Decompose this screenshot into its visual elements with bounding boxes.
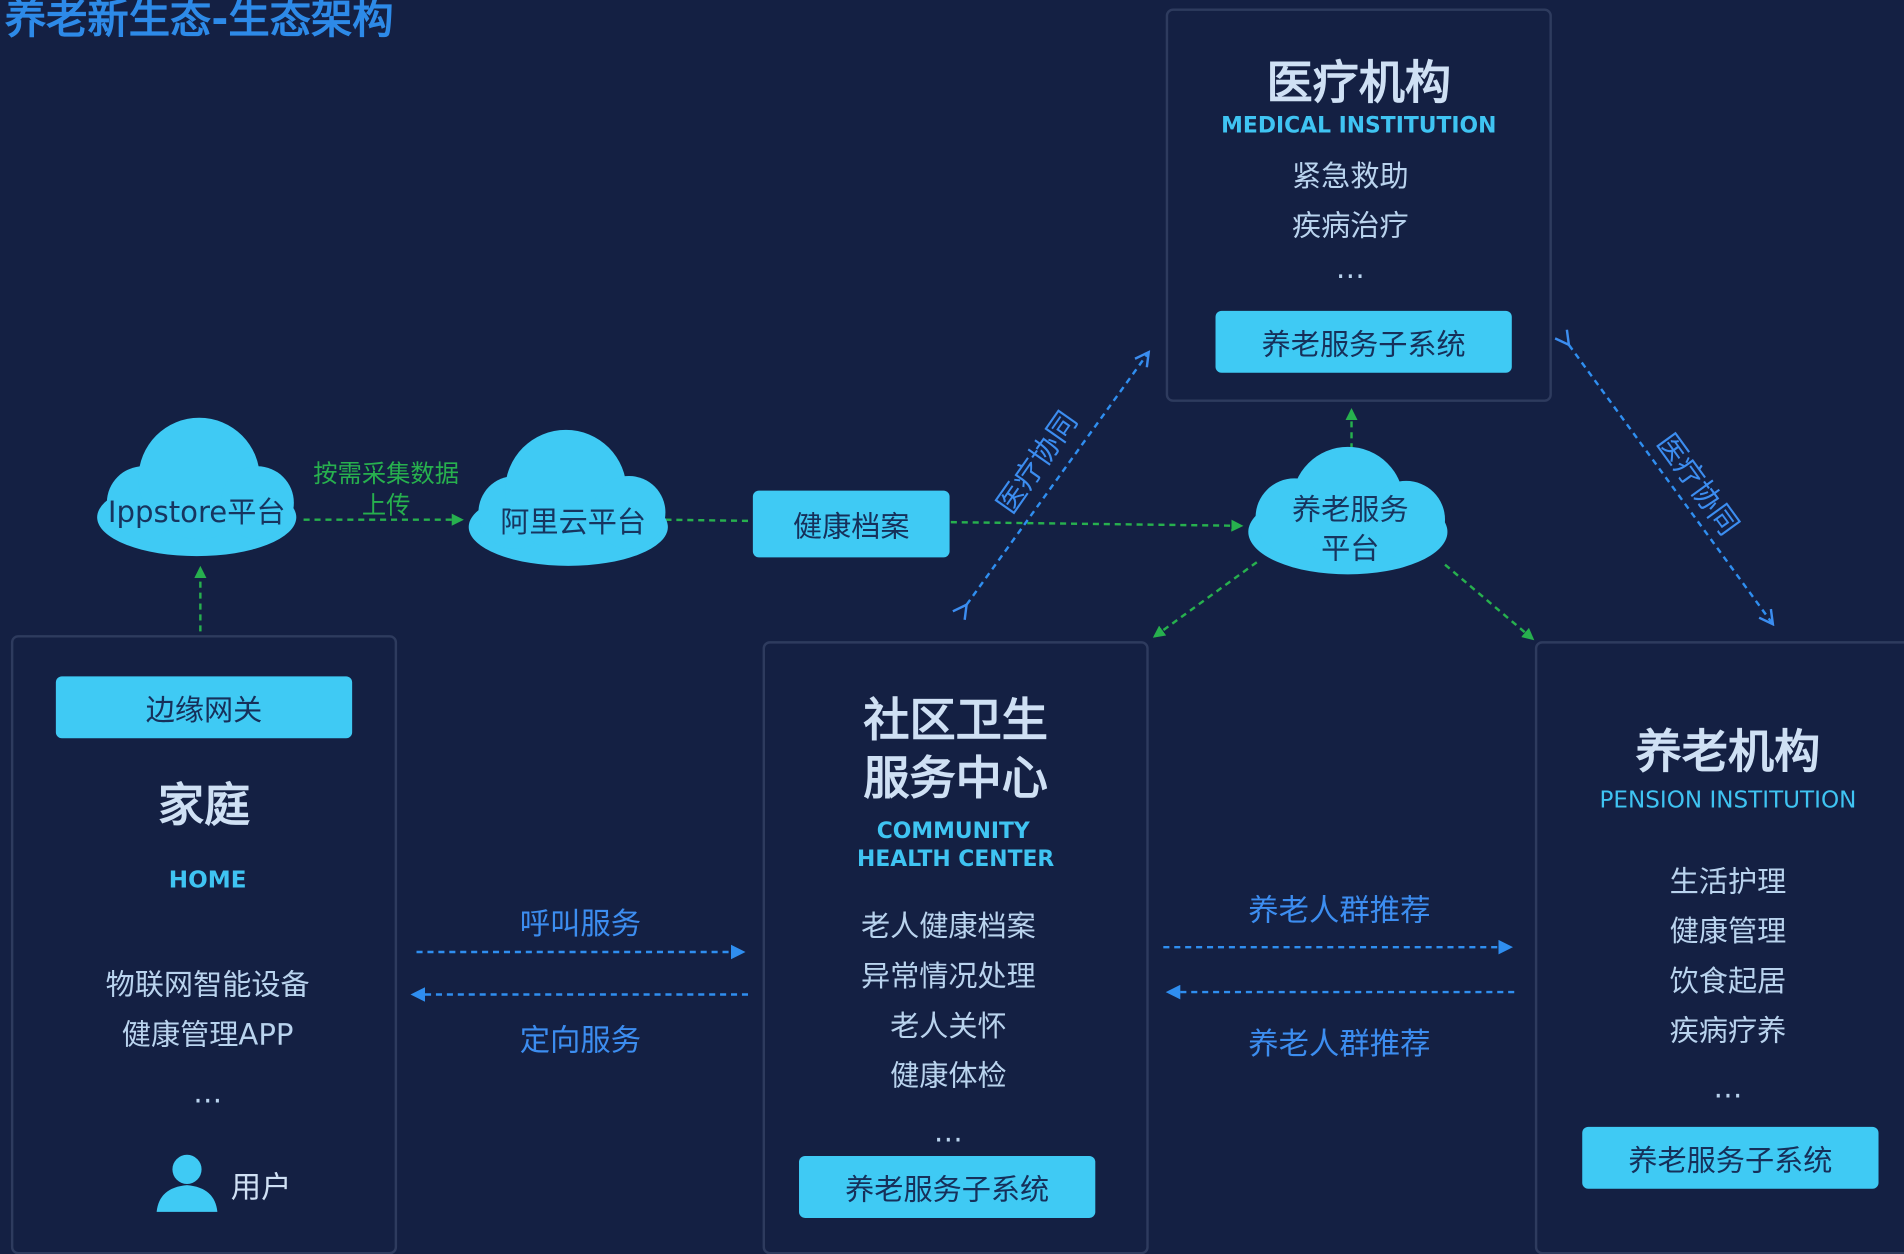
recommend-top-label: 养老人群推荐 <box>1248 892 1431 928</box>
pension-subsystem-button[interactable]: 养老服务子系统 <box>1582 1126 1879 1189</box>
community-subtitle-line2: HEALTH CENTER <box>857 846 1055 872</box>
cloud-icon <box>468 429 668 566</box>
cloud-icon <box>97 417 297 557</box>
home-item: … <box>193 1075 223 1110</box>
cloud-icon <box>1248 446 1448 575</box>
home-item: 物联网智能设备 <box>105 967 310 1002</box>
pension-item: 健康管理 <box>1669 914 1787 949</box>
community-item: 老人关怀 <box>890 1009 1007 1044</box>
call-service-label: 呼叫服务 <box>519 905 642 942</box>
home-title: 家庭 <box>157 778 251 832</box>
user-icon <box>156 1154 218 1212</box>
home-subtitle: HOME <box>168 867 247 894</box>
coop-community-medical <box>967 352 1149 605</box>
user-label: 用户 <box>230 1169 292 1205</box>
aliyun-platform-label: 阿里云平台 <box>500 505 647 540</box>
community-title-line2: 服务中心 <box>863 751 1048 806</box>
pension-subtitle: PENSION INSTITUTION <box>1599 786 1857 814</box>
medical-item: 疾病治疗 <box>1292 208 1409 243</box>
home-item: 健康管理APP <box>121 1017 294 1052</box>
collect-data-label-line1: 按需采集数据 <box>313 459 460 489</box>
page-title: 养老新生态-生态架构 <box>4 0 394 44</box>
community-item: 健康体检 <box>890 1058 1007 1093</box>
pension-item: … <box>1713 1071 1743 1106</box>
pension-title: 养老机构 <box>1635 724 1821 779</box>
flow-record-to-service <box>950 519 1244 532</box>
service-platform-label-line2: 平台 <box>1321 531 1380 566</box>
pension-item: 饮食起居 <box>1669 964 1787 999</box>
community-item: 异常情况处理 <box>860 959 1036 994</box>
medical-item: 紧急救助 <box>1292 159 1409 194</box>
medical-subtitle: MEDICAL INSTITUTION <box>1221 112 1497 139</box>
medical-subsystem-button[interactable]: 养老服务子系统 <box>1215 310 1512 373</box>
coop-medical-pension <box>1569 345 1773 624</box>
directed-service-label: 定向服务 <box>519 1022 642 1058</box>
community-item: … <box>933 1114 963 1149</box>
medical-item: … <box>1335 251 1365 286</box>
recommend-bottom-label: 养老人群推荐 <box>1248 1026 1431 1062</box>
flow-service-to-pension <box>1444 563 1535 641</box>
flow-aliyun-to-record <box>665 518 753 523</box>
edge-gateway-button[interactable]: 边缘网关 <box>55 676 353 739</box>
service-platform-label-line1: 养老服务 <box>1292 493 1409 528</box>
flow-service-to-community <box>1152 561 1258 638</box>
collect-data-label-line2: 上传 <box>361 490 411 520</box>
ippstore-platform-label: Ippstore平台 <box>107 495 286 530</box>
community-item: 老人健康档案 <box>860 909 1036 944</box>
medical-institution-box: 医疗机构 MEDICAL INSTITUTION 紧急救助 疾病治疗 … <box>1165 8 1552 402</box>
pension-item: 生活护理 <box>1669 864 1787 899</box>
community-title-line1: 社区卫生 <box>863 693 1048 747</box>
community-subsystem-button[interactable]: 养老服务子系统 <box>799 1156 1096 1218</box>
medical-title: 医疗机构 <box>1266 55 1452 110</box>
community-subtitle-line1: COMMUNITY <box>876 818 1030 844</box>
community-box: 社区卫生 服务中心 COMMUNITY HEALTH CENTER 老人健康档案… <box>762 641 1149 1254</box>
health-record-node[interactable]: 健康档案 <box>752 490 950 558</box>
pension-item: 疾病疗养 <box>1669 1013 1787 1048</box>
